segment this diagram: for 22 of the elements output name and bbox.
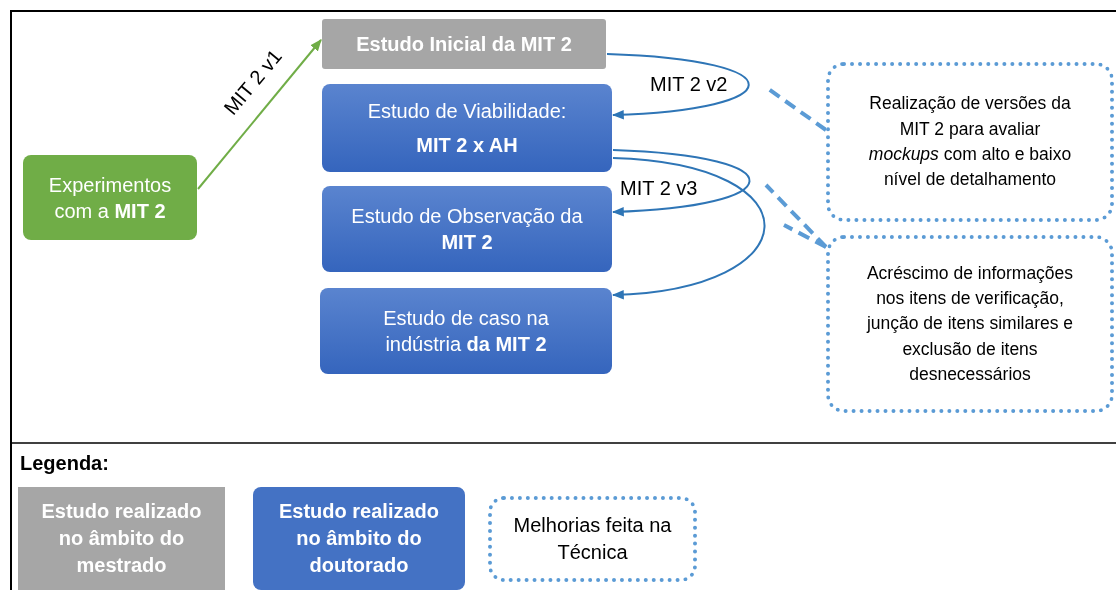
- node-text: Estudo de caso na indústria da MIT 2: [382, 306, 550, 357]
- legend-item: Melhorias feita na Técnica: [488, 496, 697, 582]
- study-box: [322, 19, 606, 69]
- study-box: [322, 84, 612, 172]
- process-box: [23, 155, 197, 240]
- node-text: Acréscimo de informações nos itens de verificação, junção de itens similares e exclusão de itens desnecessários: [865, 261, 1075, 387]
- note-box: [826, 235, 1114, 413]
- node-text: Experimentos com a MIT 2: [47, 172, 173, 224]
- legend-item: Estudo realizado no âmbito do doutorado: [253, 487, 465, 590]
- edge-label: MIT 2 v1: [220, 45, 286, 119]
- node-text: MIT 2 x AH: [415, 133, 519, 158]
- note-box: [826, 62, 1114, 222]
- node-text: Realização de versões da MIT 2 para avaliar mockups com alto e baixo nível de detalhamento: [867, 92, 1073, 192]
- edge-label: MIT 2 v3: [620, 178, 698, 198]
- legend-title: Legenda:: [20, 453, 109, 473]
- study-box: [322, 186, 612, 272]
- node-text: Estudo de Observação da MIT 2: [350, 204, 584, 255]
- study-box: [320, 288, 612, 374]
- legend-item: Estudo realizado no âmbito do mestrado: [18, 487, 225, 590]
- node-text: Estudo de Viabilidade:: [366, 99, 568, 124]
- edge-label: MIT 2 v2: [650, 74, 728, 94]
- node-text: Estudo Inicial da MIT 2: [355, 32, 573, 57]
